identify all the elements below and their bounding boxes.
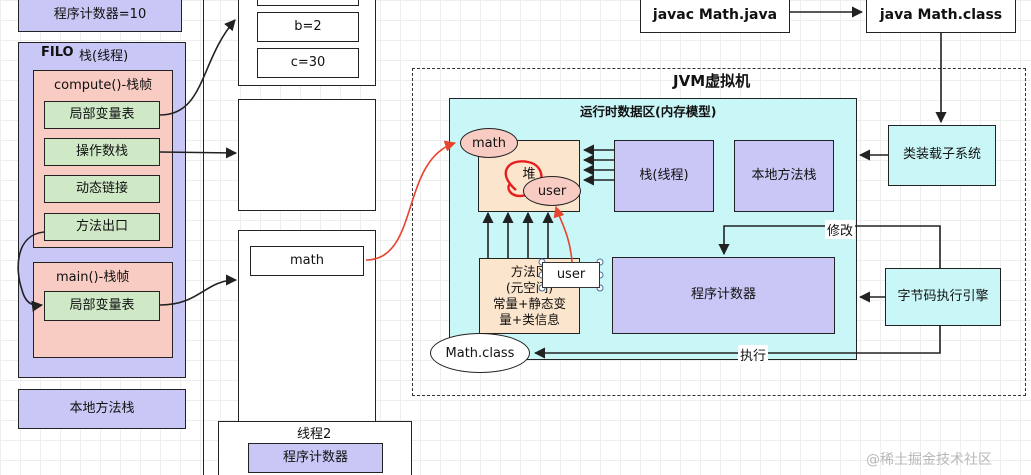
method-exit-label: 方法出口	[75, 218, 128, 234]
bytecode-execution-engine: 字节码执行引擎	[885, 268, 1001, 326]
class-loader-label: 类装载子系统	[902, 147, 981, 163]
program-counter-jvm-label: 程序计数器	[690, 287, 756, 303]
filo-label: FILO	[41, 45, 74, 60]
user-tag[interactable]: user	[542, 262, 600, 288]
method-exit: 方法出口	[44, 213, 160, 241]
operand-stack-detail	[238, 99, 376, 211]
var-slot-top	[257, 0, 359, 6]
stack-thread-title: 栈(线程)	[79, 49, 129, 64]
java-command: java Math.class	[866, 0, 1016, 33]
compute-frame-title: compute()-栈帧	[54, 78, 153, 93]
var-c-label: c=30	[290, 54, 326, 70]
user-oval-label: user	[537, 183, 567, 199]
var-b-label: b=2	[294, 18, 322, 34]
dynamic-link: 动态链接	[44, 175, 160, 203]
method-area-line4: 量+类信息	[499, 312, 560, 328]
native-method-stack-jvm-label: 本地方法栈	[751, 167, 817, 183]
runtime-data-area-title: 运行时数据区(内存模型)	[580, 104, 717, 119]
math-oval: math	[460, 128, 518, 158]
method-area-line3: 常量+静态变	[493, 296, 566, 311]
watermark: @稀土掘金技术社区	[866, 452, 992, 468]
math-class-oval: Math.class	[430, 333, 530, 373]
math-oval-label: math	[472, 135, 506, 151]
bytecode-engine-label: 字节码执行引擎	[897, 288, 989, 304]
dynamic-link-label: 动态链接	[75, 180, 128, 196]
class-loader-subsystem: 类装载子系统	[888, 125, 996, 186]
math-reference: math	[250, 246, 364, 276]
javac-command: javac Math.java	[640, 0, 790, 33]
native-method-stack-left: 本地方法栈	[18, 389, 186, 429]
thread2-title: 线程2	[297, 427, 332, 442]
native-method-stack-left-label: 本地方法栈	[69, 400, 135, 416]
jvm-title: JVM虚拟机	[673, 72, 751, 90]
math-class-label: Math.class	[445, 345, 515, 361]
math-reference-label: math	[290, 252, 324, 268]
thread2-program-counter-label: 程序计数器	[282, 449, 348, 465]
modify-label: 修改	[825, 220, 856, 239]
javac-label: javac Math.java	[652, 7, 778, 24]
native-method-stack-jvm: 本地方法栈	[734, 140, 834, 212]
var-slot-c: c=30	[257, 48, 359, 78]
var-slot-b: b=2	[257, 12, 359, 42]
main-frame-title: main()-栈帧	[56, 270, 130, 285]
user-tag-label: user	[556, 266, 586, 282]
operand-stack-label: 操作数栈	[75, 143, 128, 159]
execute-label: 执行	[738, 345, 769, 364]
compute-local-vars-label: 局部变量表	[69, 106, 135, 122]
main-local-vars-label: 局部变量表	[69, 297, 135, 313]
program-counter-label: 程序计数器=10	[53, 7, 147, 23]
user-oval: user	[523, 176, 581, 206]
thread2-program-counter: 程序计数器	[248, 443, 383, 473]
compute-local-vars: 局部变量表	[44, 101, 160, 129]
stack-thread-jvm-label: 栈(线程)	[639, 167, 689, 183]
operand-stack: 操作数栈	[44, 138, 160, 166]
main-local-vars: 局部变量表	[44, 291, 160, 321]
program-counter-jvm: 程序计数器	[612, 257, 835, 334]
thread-panel	[0, 0, 204, 475]
stack-thread-jvm: 栈(线程)	[614, 140, 714, 212]
java-label: java Math.class	[879, 7, 1003, 24]
program-counter-top: 程序计数器=10	[18, 0, 182, 32]
